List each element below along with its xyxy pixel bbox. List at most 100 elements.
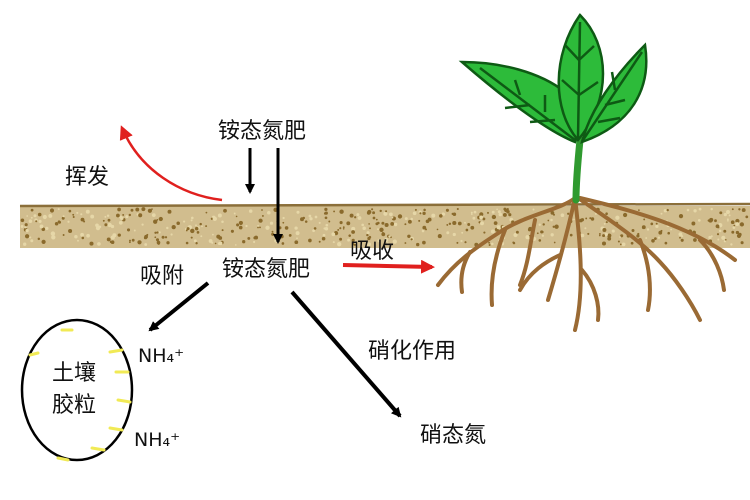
soil-speck — [457, 221, 462, 226]
soil-speck — [112, 233, 117, 238]
soil-speck — [467, 223, 471, 226]
soil-speck — [384, 238, 389, 242]
soil-speck — [328, 220, 331, 223]
soil-speck — [282, 221, 285, 224]
soil-speck — [451, 212, 454, 216]
soil-speck — [735, 222, 740, 227]
soil-speck — [385, 210, 388, 213]
soil-speck — [129, 239, 131, 242]
soil-speck — [25, 228, 29, 233]
soil-speck — [68, 230, 71, 233]
soil-speck — [296, 237, 298, 240]
soil-speck — [390, 221, 395, 226]
soil-speck — [422, 225, 427, 230]
soil-speck — [397, 214, 403, 219]
soil-speck — [740, 241, 744, 245]
soil-speck — [49, 208, 55, 213]
soil-speck — [205, 211, 208, 214]
soil-speck — [538, 239, 542, 242]
soil-speck — [733, 224, 736, 227]
soil-speck — [295, 231, 300, 236]
soil-speck — [347, 238, 351, 242]
soil-speck — [542, 223, 545, 226]
soil-speck — [33, 214, 37, 218]
soil-speck — [384, 222, 389, 228]
soil-speck — [154, 236, 157, 239]
soil-speck — [107, 222, 112, 228]
soil-speck — [281, 242, 285, 245]
soil-speck — [366, 242, 371, 247]
soil-speck — [322, 233, 326, 237]
soil-speck — [362, 226, 366, 231]
soil-speck — [584, 227, 587, 230]
soil-speck — [323, 227, 326, 230]
soil-speck — [547, 219, 550, 222]
soil-speck — [456, 207, 459, 211]
soil-speck — [421, 229, 425, 233]
soil-speck — [731, 230, 735, 234]
soil-speck — [601, 241, 607, 246]
soil-speck — [404, 242, 407, 244]
soil-speck — [439, 214, 443, 218]
soil-speck — [118, 220, 123, 225]
soil-speck — [135, 207, 140, 212]
soil-speck — [715, 224, 720, 229]
soil-speck — [377, 239, 381, 243]
soil-speck — [86, 233, 90, 238]
soil-speck — [42, 214, 47, 220]
soil-speck — [670, 228, 673, 231]
soil-speck — [218, 241, 223, 246]
soil-speck — [72, 215, 75, 219]
soil-speck — [651, 239, 655, 243]
soil-speck — [110, 224, 115, 229]
soil-speck — [107, 218, 111, 222]
soil-speck — [679, 236, 681, 239]
soil-speck — [271, 230, 274, 233]
soil-speck — [607, 236, 612, 241]
soil-speck — [37, 237, 41, 241]
arrow-volatilize — [119, 125, 223, 202]
soil-speck — [106, 237, 111, 242]
soil-speck — [714, 219, 717, 223]
soil-speck — [332, 241, 335, 244]
soil-speck — [738, 208, 741, 211]
soil-speck — [419, 212, 422, 215]
soil-speck — [550, 211, 555, 215]
soil-speck — [212, 233, 214, 236]
soil-speck — [296, 210, 300, 214]
soil-speck — [68, 209, 72, 213]
soil-speck — [339, 227, 342, 230]
soil-speck — [221, 229, 224, 232]
soil-speck — [147, 208, 153, 213]
soil-speck — [496, 208, 498, 211]
soil-speck — [553, 241, 556, 244]
soil-speck — [482, 217, 486, 221]
soil-speck — [356, 213, 360, 217]
soil-speck — [745, 215, 749, 219]
soil-speck — [361, 223, 365, 227]
soil-speck — [257, 226, 259, 229]
soil-speck — [190, 219, 193, 222]
soil-speck — [61, 216, 65, 220]
soil-speck — [253, 240, 256, 244]
soil-speck — [422, 211, 426, 216]
soil-speck — [567, 212, 570, 215]
soil-speck — [569, 233, 573, 237]
soil-speck — [331, 232, 336, 237]
soil-speck — [76, 211, 79, 214]
soil-speck — [30, 239, 34, 243]
soil-speck — [410, 238, 413, 241]
soil-speck — [300, 217, 304, 222]
label-adsorb: 吸附 — [140, 264, 184, 289]
plant-roots — [436, 196, 737, 332]
soil-speck — [221, 220, 224, 223]
soil-speck — [349, 213, 354, 218]
soil-speck — [717, 238, 720, 241]
soil-speck — [50, 231, 56, 236]
soil-speck — [602, 234, 606, 238]
soil-speck — [664, 241, 668, 245]
soil-speck — [166, 241, 170, 245]
soil-speck — [122, 213, 125, 216]
soil-speck — [615, 215, 620, 220]
label-nitrate: 硝态氮 — [420, 423, 486, 448]
